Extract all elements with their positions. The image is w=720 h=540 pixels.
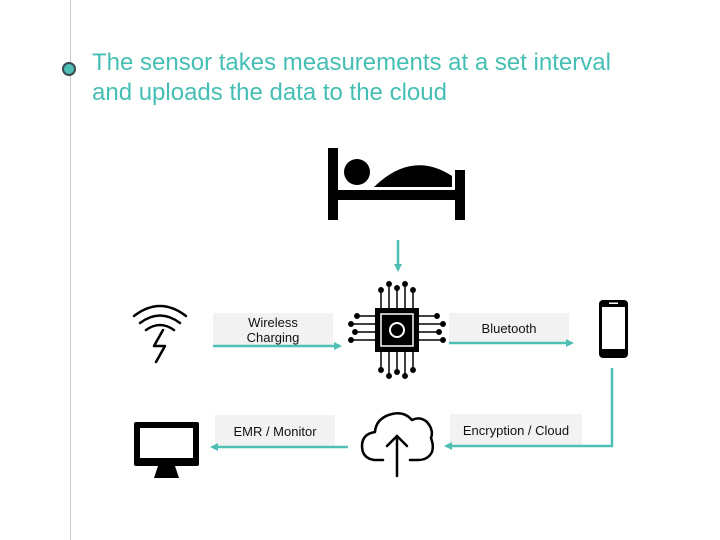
encryption-cloud-label: Encryption / Cloud <box>450 414 582 446</box>
wireless-charging-label-line-2: Charging <box>246 330 300 345</box>
timeline-line <box>70 0 71 540</box>
headline-line-2: and uploads the data to the cloud <box>92 79 447 106</box>
encryption-cloud-label-text: Encryption / Cloud <box>462 422 570 438</box>
smartphone-icon <box>599 300 628 358</box>
headline-line-1: The sensor takes measurements at a set i… <box>92 49 611 76</box>
emr-monitor-label-text: EMR / Monitor <box>233 423 317 439</box>
bluetooth-label-text: Bluetooth <box>481 320 537 336</box>
monitor-icon <box>134 422 199 478</box>
headline: The sensor takes measurements at a set i… <box>92 48 692 108</box>
emr-monitor-label: EMR / Monitor <box>215 415 335 447</box>
wireless-charging-label-line-1: Wireless <box>248 315 298 330</box>
person-in-bed-icon <box>328 148 465 220</box>
flow-arrows <box>210 240 614 451</box>
arrow-phone-to-cloud <box>444 368 614 450</box>
bluetooth-label: Bluetooth <box>449 313 569 343</box>
wireless-charging-icon <box>132 304 188 364</box>
wireless-charging-label: Wireless Charging <box>213 313 333 347</box>
timeline-dot <box>62 62 76 76</box>
cloud-upload-icon <box>360 412 435 478</box>
sensor-chip-icon <box>348 281 446 379</box>
